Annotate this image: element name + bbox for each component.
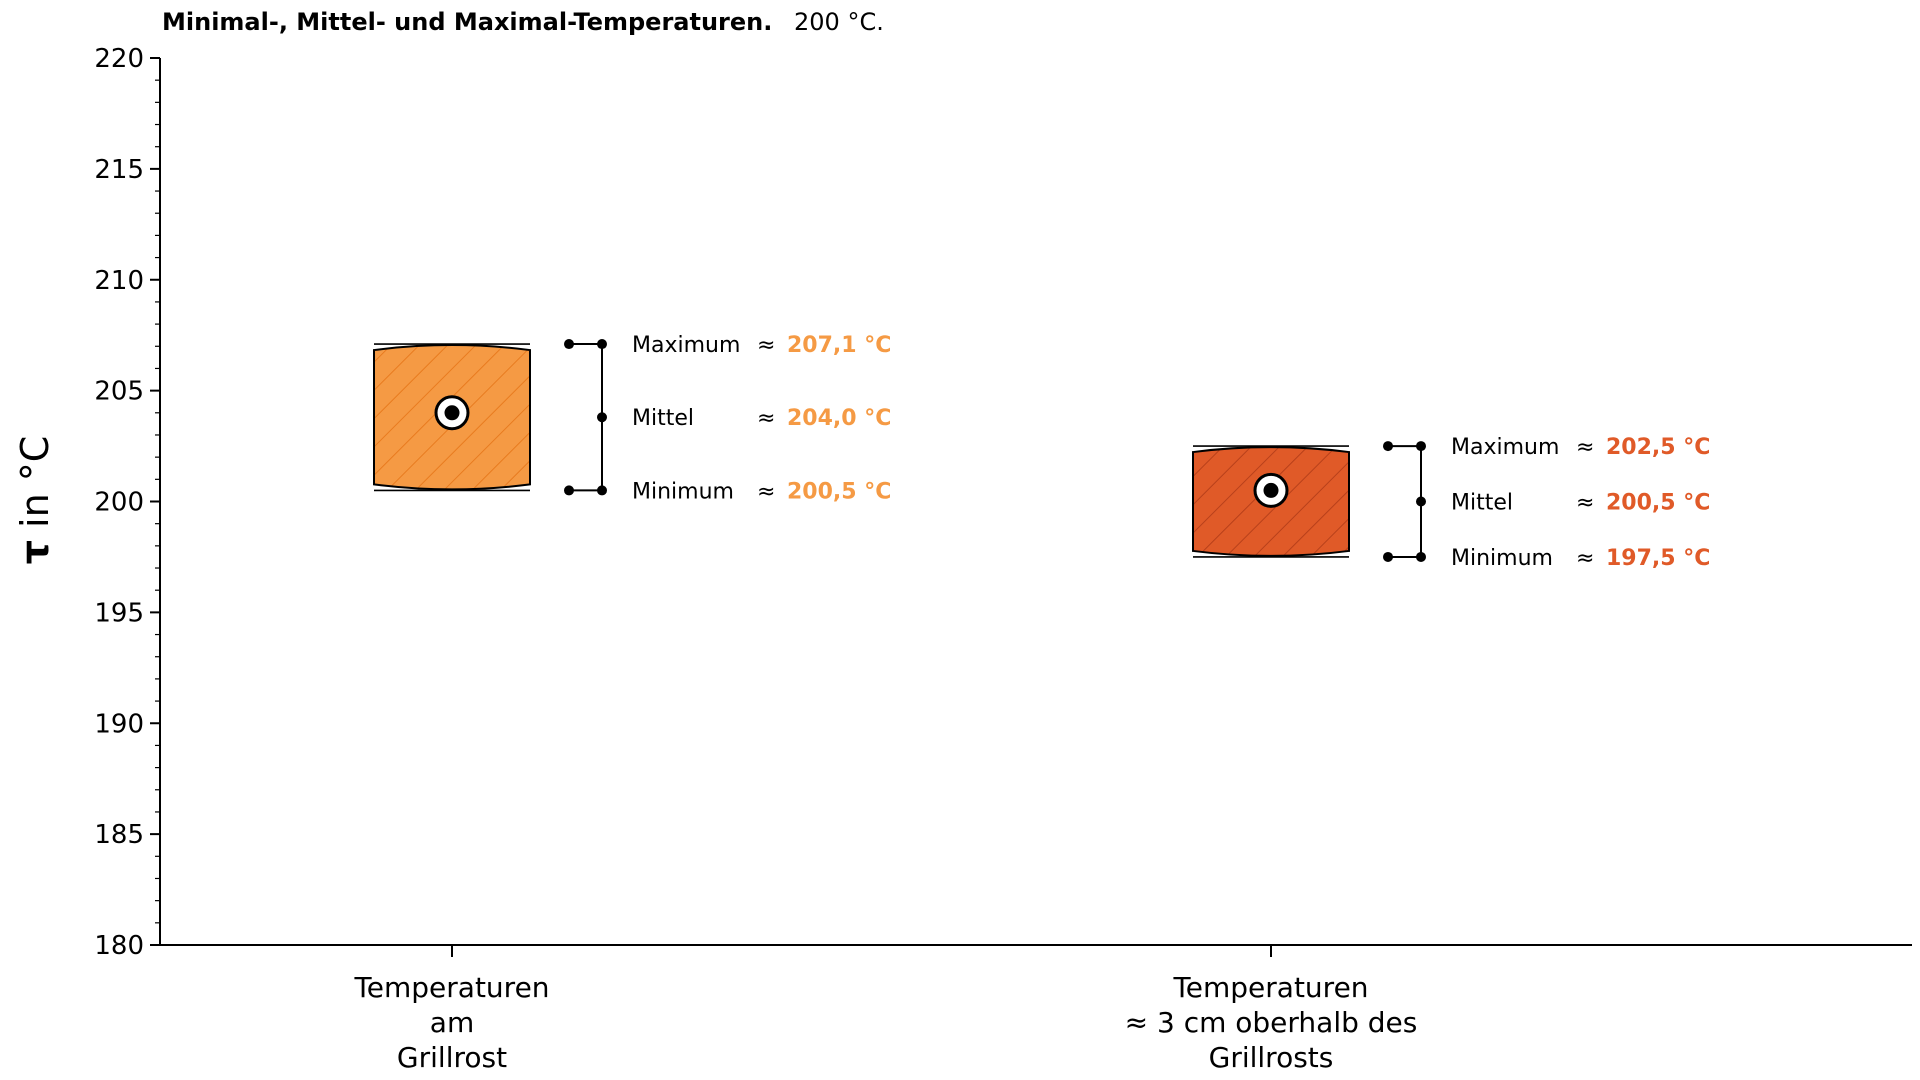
annotation-approx: ≈ xyxy=(757,333,775,358)
x-tick-label: Temperaturen xyxy=(353,971,549,1004)
bracket-dot xyxy=(597,412,607,423)
annotation-label: Minimum xyxy=(1451,546,1553,571)
annotation-approx: ≈ xyxy=(1576,491,1594,516)
annotation-approx: ≈ xyxy=(757,406,775,431)
y-tick-label: 210 xyxy=(94,266,144,296)
y-tick-label: 205 xyxy=(94,377,144,407)
annotation-label: Maximum xyxy=(632,333,740,358)
annotation-approx: ≈ xyxy=(1576,546,1594,571)
bracket-dot xyxy=(1383,441,1393,452)
y-tick-label: 185 xyxy=(94,820,144,850)
chart-marks: Maximum ≈207,1 °C Mittel ≈204,0 °C Minimum ≈2… xyxy=(373,333,1710,571)
annotation-label: Minimum xyxy=(632,479,734,504)
annotation-value: 204,0 °C xyxy=(787,406,891,431)
y-tick-label: 215 xyxy=(94,155,144,185)
annotation-approx: ≈ xyxy=(1576,435,1594,460)
chart-title: Minimal-, Mittel- und Maximal-Temperatur… xyxy=(162,8,884,36)
bracket-dot xyxy=(1416,496,1426,507)
bracket-dot xyxy=(564,485,574,496)
x-tick-label: Temperaturen xyxy=(1172,971,1368,1004)
annotation-label: Mittel xyxy=(632,406,694,431)
x-tick-label: am xyxy=(430,1006,474,1039)
x-tick-label: ≈ 3 cm oberhalb des xyxy=(1125,1006,1418,1039)
annotation-value: 200,5 °C xyxy=(1606,491,1710,516)
x-tick-label: Grillrosts xyxy=(1209,1041,1334,1074)
y-tick-label: 180 xyxy=(94,931,144,961)
y-axis-label-text: in °C xyxy=(13,436,57,540)
chart-subtitle: 200 °C. xyxy=(794,8,884,36)
y-tick-label: 200 xyxy=(94,488,144,518)
y-axis-label-symbol: τ xyxy=(13,540,57,564)
annotation-value: 207,1 °C xyxy=(787,333,891,358)
bracket-dot xyxy=(1383,551,1393,562)
bracket-dot xyxy=(564,339,574,350)
y-tick-label: 220 xyxy=(94,44,144,74)
bracket-dot xyxy=(1416,441,1426,452)
mean-marker-dot xyxy=(1263,482,1279,498)
annotation-label: Mittel xyxy=(1451,491,1513,516)
bracket-dot xyxy=(597,485,607,496)
annotation-value: 202,5 °C xyxy=(1606,435,1710,460)
y-tick-label: 190 xyxy=(94,709,144,739)
annotation-label: Maximum xyxy=(1451,435,1559,460)
bracket-dot xyxy=(1416,551,1426,562)
mean-marker-dot xyxy=(444,405,460,421)
annotation-approx: ≈ xyxy=(757,479,775,504)
y-tick-label: 195 xyxy=(94,598,144,628)
annotation-value: 197,5 °C xyxy=(1606,546,1710,571)
y-axis-label: τ in °C xyxy=(13,436,57,565)
bracket-dot xyxy=(597,339,607,350)
chart-title-bold: Minimal-, Mittel- und Maximal-Temperatur… xyxy=(162,8,772,36)
annotation-value: 200,5 °C xyxy=(787,479,891,504)
x-tick-label: Grillrost xyxy=(397,1041,507,1074)
axes: 180185190195200205210215220Temperaturena… xyxy=(94,44,1912,1074)
